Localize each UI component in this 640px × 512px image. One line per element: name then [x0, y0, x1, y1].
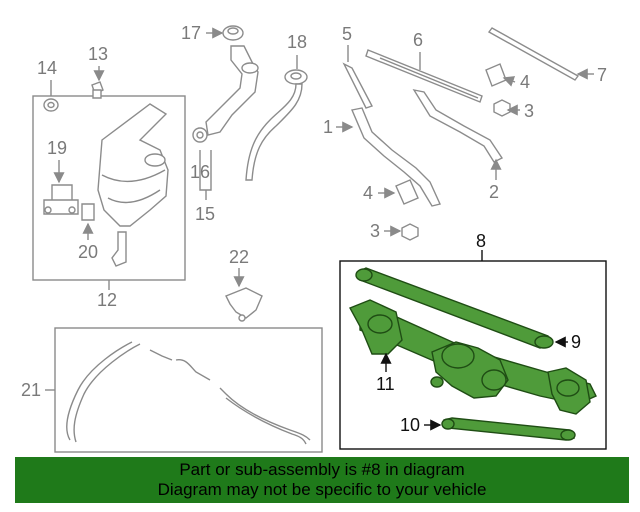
leader-4-upper — [502, 76, 516, 87]
washer-filler-tube — [245, 83, 303, 181]
part-3-nut-upper — [493, 99, 511, 117]
part-16-seal — [192, 127, 208, 143]
callout-19: 19 — [47, 138, 67, 158]
callout-21: 21 — [21, 380, 41, 400]
banner-line-disclaimer: Diagram may not be specific to your vehi… — [157, 480, 487, 499]
callout-3-upper: 3 — [524, 101, 534, 121]
callout-20: 20 — [78, 242, 98, 262]
part-5-wiper-arm-left — [342, 62, 374, 109]
part-14-grommet — [43, 98, 59, 112]
part-4-cap-lower — [395, 179, 419, 205]
callout-12: 12 — [97, 290, 117, 310]
callout-8: 8 — [476, 231, 486, 251]
callout-2: 2 — [489, 182, 499, 202]
part-20-pump-seal — [81, 203, 95, 221]
assembly-notice-banner: Part or sub-assembly is #8 in diagram Di… — [15, 457, 629, 503]
part-4-cap-upper — [485, 63, 507, 87]
part-21-washer-hose — [66, 341, 311, 445]
callout-6: 6 — [413, 30, 423, 50]
callout-9: 9 — [571, 332, 581, 352]
callout-17: 17 — [181, 23, 201, 43]
part-1-wiper-arm-driver — [351, 107, 441, 207]
callout-15: 15 — [195, 204, 215, 224]
callout-14: 14 — [37, 58, 57, 78]
part-17-filler-cap — [222, 25, 244, 41]
callout-3-lower: 3 — [370, 221, 380, 241]
callout-7: 7 — [597, 65, 607, 85]
part-7-wiper-blade-right — [487, 27, 580, 81]
part-18-filler-seal — [284, 69, 308, 85]
callout-16: 16 — [190, 162, 210, 182]
part-3-nut-lower — [401, 223, 419, 241]
callout-22: 22 — [229, 247, 249, 267]
callout-5: 5 — [342, 24, 352, 44]
part-6-wiper-blade-left — [365, 49, 483, 103]
banner-line-assembly: Part or sub-assembly is #8 in diagram — [179, 460, 465, 479]
part-19-washer-pump — [43, 184, 79, 215]
callout-18: 18 — [287, 32, 307, 52]
part-22-nozzle — [225, 287, 263, 322]
washer-filler-neck — [205, 45, 259, 136]
hose-group-box — [54, 327, 323, 453]
part-8-wiper-linkage-assembly — [349, 267, 597, 441]
linkage-assembly-box — [339, 260, 607, 450]
part-2-wiper-arm-passenger — [412, 88, 504, 163]
callout-11: 11 — [376, 374, 395, 394]
callout-10: 10 — [400, 415, 420, 435]
callout-4-lower: 4 — [363, 183, 373, 203]
callout-4-upper: 4 — [520, 72, 530, 92]
callout-13: 13 — [88, 44, 108, 64]
part-13-bolt — [91, 81, 104, 99]
callout-1: 1 — [323, 117, 333, 137]
washer-reservoir-tank — [97, 103, 169, 267]
